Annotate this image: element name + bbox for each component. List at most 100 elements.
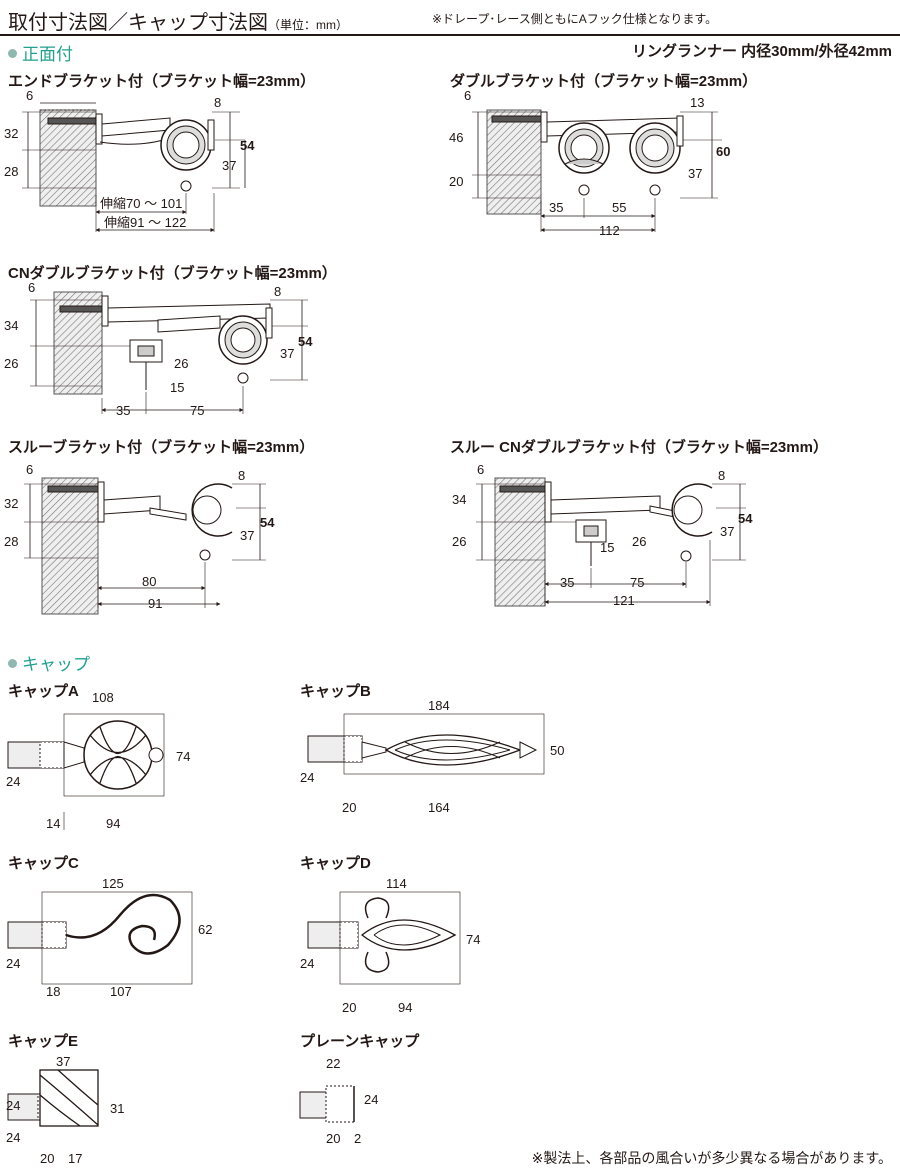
cape-dim-24-lower: 24 bbox=[6, 1130, 20, 1145]
cape-dim-37: 37 bbox=[56, 1054, 70, 1069]
d2-dim-46: 46 bbox=[449, 130, 463, 145]
capc-dim-62: 62 bbox=[198, 922, 212, 937]
cap-a-drawing bbox=[7, 713, 165, 830]
d1-dim-54: 54 bbox=[240, 138, 255, 153]
capa-dim-108: 108 bbox=[92, 690, 114, 705]
d1-ext-1: 伸縮70 ～ 101 bbox=[100, 196, 182, 211]
cape-dim-31: 31 bbox=[110, 1101, 124, 1116]
capb-dim-24: 24 bbox=[300, 770, 314, 785]
capd-dim-20: 20 bbox=[342, 1000, 356, 1015]
d3-dim-34: 34 bbox=[4, 318, 18, 333]
capa-dim-74: 74 bbox=[176, 749, 190, 764]
d3-dim-35: 35 bbox=[116, 403, 130, 418]
hook-note: ※ドレープ･レース側ともにAフック仕様となります。 bbox=[432, 12, 718, 26]
through-bracket-label: スルーブラケット付（ブラケット幅=23mm） bbox=[8, 439, 315, 456]
d4-dim-91: 91 bbox=[148, 596, 162, 611]
unit-note: （単位：mm） bbox=[268, 18, 348, 32]
d5-dim-8: 8 bbox=[718, 468, 725, 483]
capa-dim-24: 24 bbox=[6, 774, 20, 789]
through-bracket-drawing bbox=[24, 477, 266, 615]
d3-dim-26b: 26 bbox=[174, 356, 188, 371]
d2-dim-20: 20 bbox=[449, 174, 463, 189]
plaincap-dim-22: 22 bbox=[326, 1056, 340, 1071]
section-cap: キャップ bbox=[8, 650, 90, 675]
capb-dim-164: 164 bbox=[428, 800, 450, 815]
d5-dim-26: 26 bbox=[452, 534, 466, 549]
d1-dim-32: 32 bbox=[4, 126, 18, 141]
cn-double-bracket-drawing bbox=[30, 291, 308, 414]
plain-cap-label: プレーンキャップ bbox=[300, 1033, 420, 1050]
d3-dim-54: 54 bbox=[298, 334, 313, 349]
d5-dim-54: 54 bbox=[738, 511, 753, 526]
capc-dim-18: 18 bbox=[46, 984, 60, 999]
d5-dim-34: 34 bbox=[452, 492, 466, 507]
d2-dim-13: 13 bbox=[690, 95, 704, 110]
page-title: 取付寸法図／キャップ寸法図（単位：mm） bbox=[8, 6, 348, 35]
cap-d-label: キャップD bbox=[300, 855, 371, 872]
capd-dim-24: 24 bbox=[300, 956, 314, 971]
d1-dim-8: 8 bbox=[214, 95, 221, 110]
d2-dim-37: 37 bbox=[688, 166, 702, 181]
end-bracket-label: エンドブラケット付（ブラケット幅=23mm） bbox=[8, 73, 316, 90]
d5-dim-121: 121 bbox=[613, 593, 635, 608]
d4-dim-37: 37 bbox=[240, 528, 254, 543]
d2-dim-6: 6 bbox=[464, 88, 471, 103]
plaincap-dim-2: 2 bbox=[354, 1131, 361, 1146]
d2-dim-55: 55 bbox=[612, 200, 626, 215]
cn-double-bracket-label: CNダブルブラケット付（ブラケット幅=23mm） bbox=[8, 265, 337, 282]
capb-dim-20: 20 bbox=[342, 800, 356, 815]
d1-dim-28: 28 bbox=[4, 164, 18, 179]
cap-e-drawing bbox=[7, 1069, 99, 1127]
d3-dim-75: 75 bbox=[190, 403, 204, 418]
d2-dim-35: 35 bbox=[549, 200, 563, 215]
cap-e-label: キャップE bbox=[8, 1033, 79, 1050]
capc-dim-24: 24 bbox=[6, 956, 20, 971]
capd-dim-114: 114 bbox=[386, 876, 407, 891]
section-front-label: 正面付 bbox=[22, 45, 73, 64]
d4-dim-54: 54 bbox=[260, 515, 275, 530]
d3-dim-26: 26 bbox=[4, 356, 18, 371]
cap-c-label: キャップC bbox=[8, 855, 79, 872]
header-rule bbox=[0, 34, 900, 36]
d5-dim-75: 75 bbox=[630, 575, 644, 590]
d4-dim-6: 6 bbox=[26, 462, 33, 477]
capb-dim-184: 184 bbox=[428, 698, 450, 713]
d3-dim-8: 8 bbox=[274, 284, 281, 299]
plain-cap-drawing bbox=[299, 1085, 355, 1123]
capd-dim-74: 74 bbox=[466, 932, 480, 947]
plaincap-dim-20: 20 bbox=[326, 1131, 340, 1146]
cape-dim-24-upper: 24 bbox=[6, 1098, 20, 1113]
cape-dim-17: 17 bbox=[68, 1151, 82, 1166]
footnote: ※製法上、各部品の風合いが多少異なる場合があります。 bbox=[531, 1150, 892, 1166]
d5-dim-35: 35 bbox=[560, 575, 574, 590]
through-cn-double-bracket-label: スルー CNダブルブラケット付（ブラケット幅=23mm） bbox=[450, 439, 828, 456]
d5-dim-37: 37 bbox=[720, 524, 734, 539]
d1-dim-37: 37 bbox=[222, 158, 236, 173]
section-bullet-icon bbox=[8, 659, 17, 668]
section-cap-label: キャップ bbox=[22, 655, 90, 674]
d3-dim-6: 6 bbox=[28, 280, 35, 295]
capa-dim-14: 14 bbox=[46, 816, 60, 831]
cap-b-drawing bbox=[307, 713, 545, 775]
cap-d-drawing bbox=[307, 891, 461, 985]
d2-dim-112: 112 bbox=[599, 223, 620, 238]
capd-dim-94: 94 bbox=[398, 1000, 412, 1015]
end-bracket-drawing bbox=[22, 102, 246, 232]
cap-a-label: キャップA bbox=[8, 683, 79, 700]
d4-dim-28: 28 bbox=[4, 534, 18, 549]
double-bracket-label: ダブルブラケット付（ブラケット幅=23mm） bbox=[450, 73, 758, 90]
d2-dim-60: 60 bbox=[716, 144, 730, 159]
section-front-mount: 正面付 bbox=[8, 40, 73, 65]
d3-dim-37: 37 bbox=[280, 346, 294, 361]
section-bullet-icon bbox=[8, 49, 17, 58]
d1-dim-6: 6 bbox=[26, 88, 33, 103]
through-cn-double-bracket-drawing bbox=[476, 477, 746, 607]
cap-b-label: キャップB bbox=[300, 683, 371, 700]
d4-dim-80: 80 bbox=[142, 574, 156, 589]
cape-dim-20: 20 bbox=[40, 1151, 54, 1166]
plaincap-dim-24: 24 bbox=[364, 1092, 378, 1107]
d4-dim-8: 8 bbox=[238, 468, 245, 483]
double-bracket-drawing bbox=[472, 109, 722, 232]
cap-c-drawing bbox=[7, 891, 193, 985]
